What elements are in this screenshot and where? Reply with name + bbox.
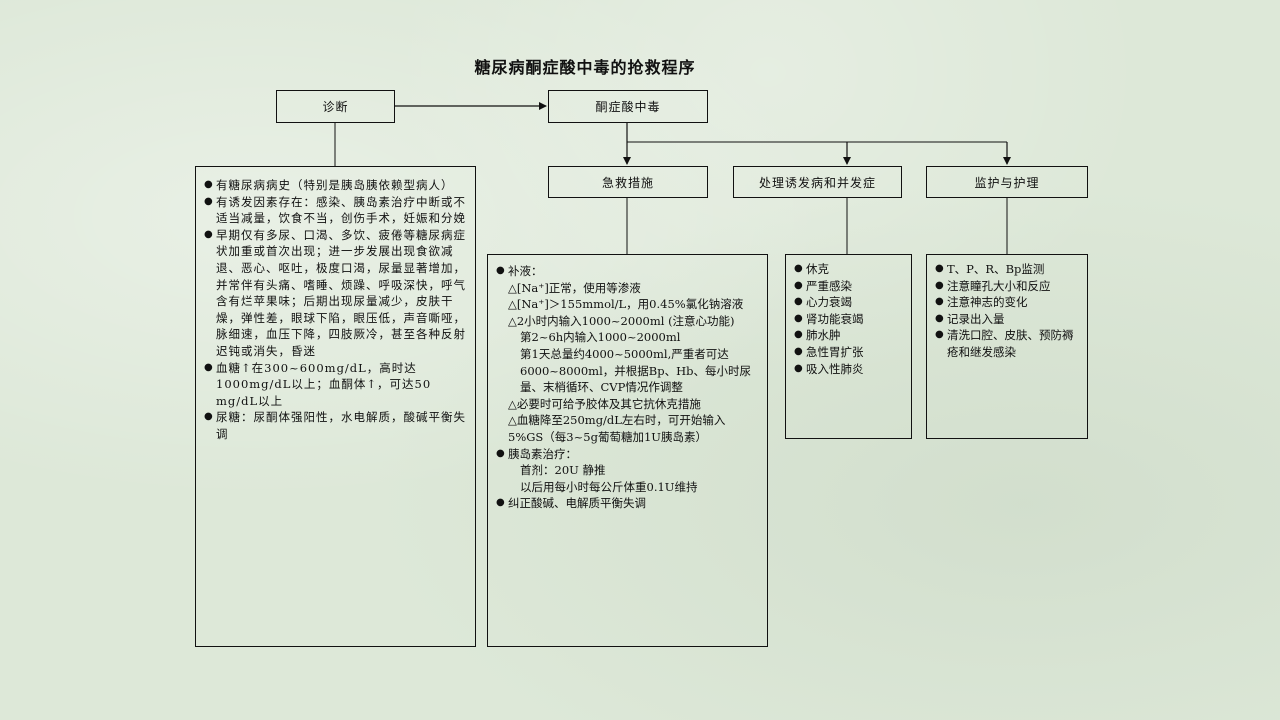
emergency-line: 第2~6h内输入1000~2000ml — [520, 330, 681, 345]
emergency-line: ●胰岛素治疗： — [496, 446, 577, 461]
complications-label: 处理诱发病和并发症 — [758, 175, 876, 190]
emergency-line: 首剂：20U 静推 — [520, 463, 606, 478]
monitoring-item: ●注意瞳孔大小和反应 — [935, 278, 1051, 293]
monitoring-label: 监护与护理 — [974, 175, 1040, 190]
complication-item: ●严重感染 — [794, 278, 852, 293]
emergency-node: 急救措施 — [548, 166, 708, 198]
monitoring-item: ●T、P、R、Bp监测 — [935, 262, 1045, 276]
complication-item: ●吸入性肺炎 — [794, 361, 864, 376]
diagnosis-item: ●有糖尿病病史（特别是胰岛胰依赖型病人） — [204, 178, 454, 192]
diagnosis-details: ●有糖尿病病史（特别是胰岛胰依赖型病人） ●有诱发因素存在：感染、胰岛素治疗中断… — [195, 166, 476, 647]
complication-item: ●肾功能衰竭 — [794, 311, 864, 326]
emergency-details: ●补液： △[Na⁺]正常，使用等渗液 △[Na⁺]＞155mmol/L，用0.… — [487, 254, 768, 647]
complication-item: ●休克 — [794, 262, 829, 276]
complication-item: ●急性胃扩张 — [794, 344, 864, 359]
diagnosis-item: ●早期仅有多尿、口渴、多饮、疲倦等糖尿病症状加重或首次出现；进一步发展出现食欲减… — [204, 227, 466, 358]
emergency-line: △血糖降至250mg/dL左右时，可开始输入5%GS（每3~5g葡萄糖加1U胰岛… — [508, 413, 726, 444]
monitoring-node: 监护与护理 — [926, 166, 1088, 198]
emergency-line: 以后用每小时每公斤体重0.1U维持 — [520, 479, 698, 494]
monitoring-item: ●清洗口腔、皮肤、预防褥疮和继发感染 — [935, 328, 1074, 359]
complication-item: ●肺水肿 — [794, 328, 841, 343]
complication-item: ●心力衰竭 — [794, 295, 852, 310]
monitoring-item: ●注意神志的变化 — [935, 295, 1028, 310]
complications-node: 处理诱发病和并发症 — [733, 166, 902, 198]
diagnosis-item: ●尿糖：尿酮体强阳性，水电解质，酸碱平衡失调 — [204, 410, 466, 441]
emergency-line: △必要时可给予胶体及其它抗休克措施 — [508, 396, 701, 411]
emergency-line: 第1天总量约4000~5000ml,严重者可达6000~8000ml，并根据Bp… — [520, 346, 751, 395]
emergency-label: 急救措施 — [601, 175, 654, 190]
emergency-line: ●纠正酸碱、电解质平衡失调 — [496, 496, 646, 511]
complications-details: ●休克 ●严重感染 ●心力衰竭 ●肾功能衰竭 ●肺水肿 ●急性胃扩张 ●吸入性肺… — [785, 254, 912, 439]
emergency-line: △[Na⁺]＞155mmol/L，用0.45%氯化钠溶液 — [508, 297, 744, 312]
ketoacidosis-node: 酮症酸中毒 — [548, 90, 708, 123]
ketoacidosis-label: 酮症酸中毒 — [595, 100, 661, 114]
diagnosis-node: 诊断 — [276, 90, 395, 123]
diagnosis-item: ●有诱发因素存在：感染、胰岛素治疗中断或不适当减量，饮食不当，创伤手术，妊娠和分… — [204, 194, 466, 226]
emergency-line: △[Na⁺]正常，使用等渗液 — [508, 280, 641, 295]
emergency-line: △2小时内输入1000~2000ml (注意心功能) — [508, 313, 735, 328]
diagnosis-item: ●血糖↑在300~600mg/dL，高时达1000mg/dL以上；血酮体↑，可达… — [204, 360, 432, 408]
diagnosis-label: 诊断 — [322, 100, 349, 114]
page-title: 糖尿病酮症酸中毒的抢救程序 — [474, 58, 696, 77]
monitoring-details: ●T、P、R、Bp监测 ●注意瞳孔大小和反应 ●注意神志的变化 ●记录出入量 ●… — [926, 254, 1088, 439]
monitoring-item: ●记录出入量 — [935, 311, 1005, 326]
emergency-line: ●补液： — [496, 264, 543, 278]
